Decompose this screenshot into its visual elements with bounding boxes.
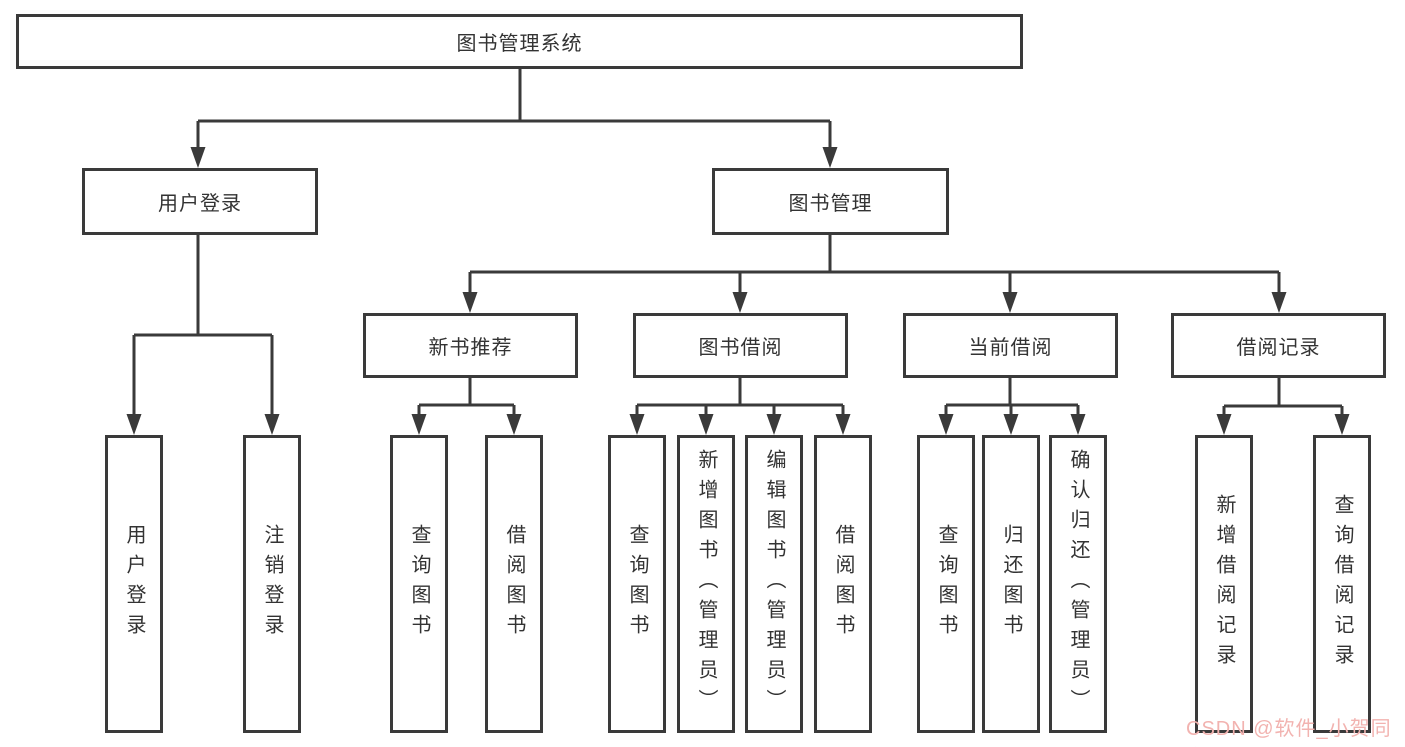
leaf-label: 借阅图书	[503, 524, 525, 644]
connector-path	[132, 68, 1344, 418]
leaf-label: 新增图书（管理员）	[695, 449, 717, 719]
node-user-login: 用户登录	[82, 168, 318, 235]
leaf-label: 查询借阅记录	[1331, 494, 1353, 674]
watermark: CSDN @软件_小贺同学	[1186, 718, 1392, 740]
node-book-management: 图书管理	[712, 168, 949, 235]
node-borrowing-records: 借阅记录	[1171, 313, 1386, 378]
leaf-label: 用户登录	[123, 524, 145, 644]
leaf-borrowing-edit-books-admin: 编辑图书（管理员）	[745, 435, 803, 733]
leaf-current-confirm-return-admin: 确认归还（管理员）	[1049, 435, 1107, 733]
node-new-book-recommend: 新书推荐	[363, 313, 578, 378]
leaf-records-query-record: 查询借阅记录	[1313, 435, 1371, 733]
leaf-records-add-record: 新增借阅记录	[1195, 435, 1253, 733]
leaf-label: 查询图书	[408, 524, 430, 644]
node-book-borrowing: 图书借阅	[633, 313, 848, 378]
leaf-label: 注销登录	[261, 524, 283, 644]
leaf-logout: 注销登录	[243, 435, 301, 733]
leaf-user-login: 用户登录	[105, 435, 163, 733]
leaf-label: 确认归还（管理员）	[1067, 449, 1089, 719]
leaf-borrowing-add-books-admin: 新增图书（管理员）	[677, 435, 735, 733]
leaf-newbooks-borrow-books: 借阅图书	[485, 435, 543, 733]
leaf-label: 新增借阅记录	[1213, 494, 1235, 674]
leaf-borrowing-query-books: 查询图书	[608, 435, 666, 733]
leaf-label: 归还图书	[1000, 524, 1022, 644]
leaf-label: 查询图书	[935, 524, 957, 644]
node-current-borrowing: 当前借阅	[903, 313, 1118, 378]
leaf-label: 编辑图书（管理员）	[763, 449, 785, 719]
leaf-current-return-books: 归还图书	[982, 435, 1040, 733]
node-root: 图书管理系统	[16, 14, 1023, 69]
leaf-borrowing-borrow-books: 借阅图书	[814, 435, 872, 733]
leaf-label: 借阅图书	[832, 524, 854, 644]
leaf-current-query-books: 查询图书	[917, 435, 975, 733]
leaf-label: 查询图书	[626, 524, 648, 644]
leaf-newbooks-query-books: 查询图书	[390, 435, 448, 733]
